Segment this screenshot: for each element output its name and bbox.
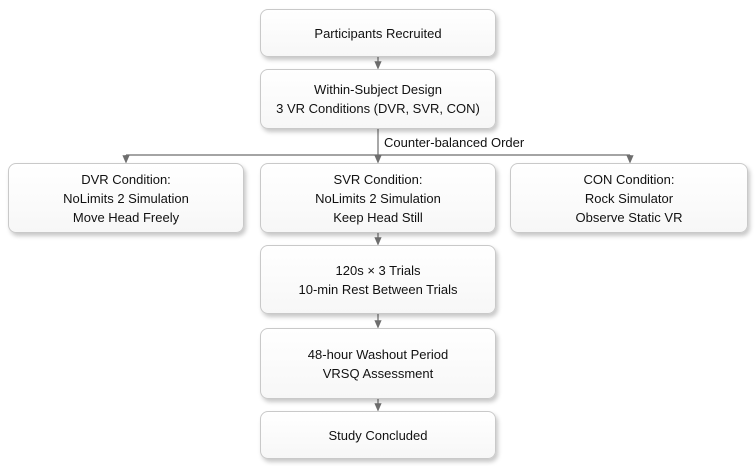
con-condition-box: CON Condition: Rock Simulator Observe St… (510, 163, 748, 233)
participants-recruited-text: Participants Recruited (314, 25, 442, 41)
design-line-2: 3 VR Conditions (DVR, SVR, CON) (276, 101, 480, 116)
study-concluded-box: Study Concluded (260, 411, 496, 459)
svr-line-3: Keep Head Still (333, 209, 423, 225)
trials-line-2: 10-min Rest Between Trials (298, 281, 458, 297)
trials-box: 120s × 3 Trials 10-min Rest Between Tria… (260, 245, 496, 314)
dvr-condition-box: DVR Condition: NoLimits 2 Simulation Mov… (8, 163, 244, 233)
con-line-2: Rock Simulator (584, 190, 674, 206)
washout-box: 48-hour Washout Period VRSQ Assessment (260, 328, 496, 399)
dvr-line-2: NoLimits 2 Simulation (63, 190, 189, 206)
svr-line-2: NoLimits 2 Simulation (315, 190, 441, 206)
participants-recruited-box: Participants Recruited (260, 9, 496, 57)
svr-line-1: SVR Condition: (333, 171, 423, 187)
design-line-1: Within-Subject Design (314, 82, 442, 97)
svr-condition-box: SVR Condition: NoLimits 2 Simulation Kee… (260, 163, 496, 233)
design-box: Within-Subject Design 3 VR Conditions (D… (260, 69, 496, 129)
washout-line-2: VRSQ Assessment (322, 365, 434, 381)
dvr-line-1: DVR Condition: (81, 171, 171, 187)
con-line-1: CON Condition: (583, 171, 675, 187)
study-concluded-text: Study Concluded (328, 427, 428, 443)
washout-line-1: 48-hour Washout Period (307, 346, 449, 362)
trials-line-1: 120s × 3 Trials (335, 262, 421, 278)
counter-balanced-order-label: Counter-balanced Order (384, 135, 525, 150)
dvr-line-3: Move Head Freely (72, 209, 180, 225)
con-line-3: Observe Static VR (575, 209, 683, 225)
